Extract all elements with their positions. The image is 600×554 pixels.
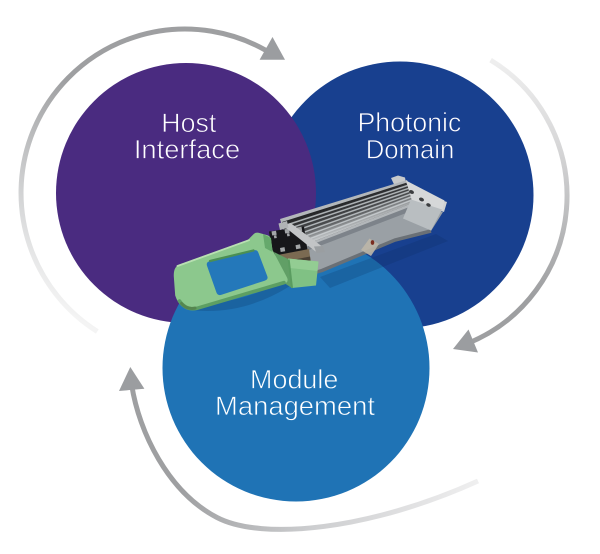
svg-text:Host: Host (161, 108, 216, 138)
svg-text:Domain: Domain (366, 134, 455, 164)
svg-text:Module: Module (250, 364, 338, 394)
svg-text:Photonic: Photonic (358, 108, 462, 138)
svg-text:Management: Management (215, 391, 375, 421)
svg-text:Interface: Interface (134, 135, 240, 165)
